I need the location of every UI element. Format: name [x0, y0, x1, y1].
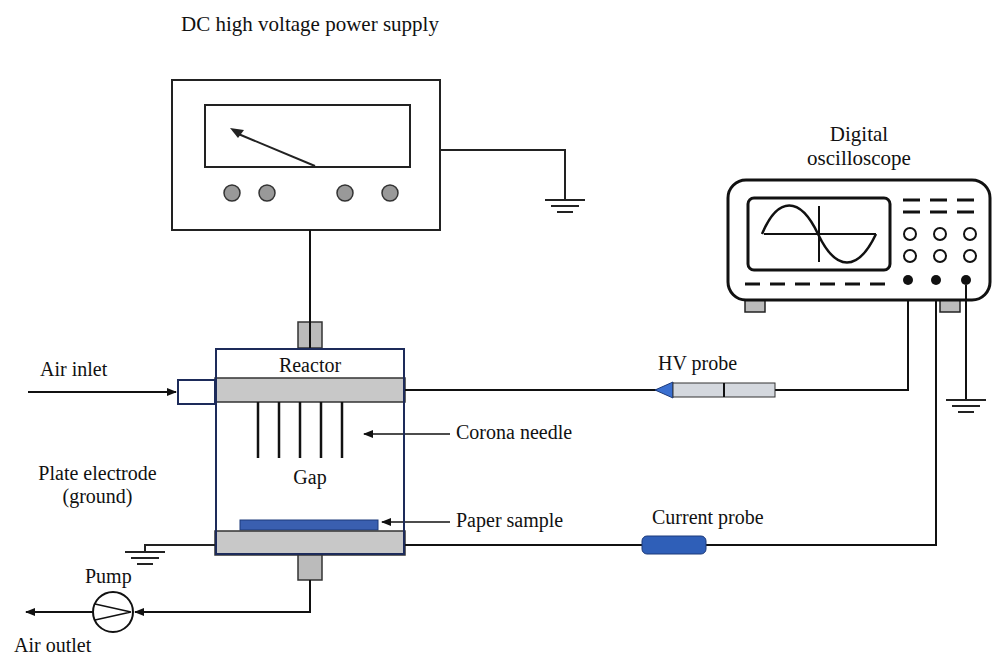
current-probe: [642, 536, 706, 554]
bottom-insulator: [298, 555, 322, 580]
node-box: Digital oscilloscope: [728, 118, 990, 300]
scope-screen: [748, 198, 890, 270]
wire-connector: [309, 230, 311, 348]
node-box: DC high voltage power supply: [120, 8, 500, 230]
node-title: DC high voltage power supply: [126, 12, 494, 36]
part-label: Air outlet: [14, 634, 91, 657]
air-inlet-arrow: [28, 391, 176, 393]
wire-connector: [405, 300, 936, 545]
ground-wire: [145, 545, 215, 552]
corona-needles: [258, 402, 342, 458]
waveform: [762, 206, 876, 263]
paper-sample: [240, 520, 378, 530]
part-label: Gap: [293, 466, 326, 489]
ground-symbol: [545, 200, 585, 212]
pump-symbol: [95, 604, 131, 620]
part-label: Corona needle: [456, 421, 572, 444]
air-outlet-arrow: [26, 611, 93, 613]
pump-symbol: [93, 592, 133, 632]
probe-label: Current probe: [652, 506, 764, 529]
node-title: Reactor: [223, 354, 397, 377]
wire-connector: [405, 300, 908, 390]
ground-wire: [965, 285, 967, 400]
part-label: Plate electrode (ground): [10, 462, 185, 508]
ground-wire: [440, 150, 565, 200]
part-label: Pump: [85, 565, 132, 588]
power-supply-body: [172, 80, 440, 230]
meter-needle-head: [230, 128, 244, 138]
node-title: Digital oscilloscope: [784, 122, 934, 170]
hv-probe-body: [673, 383, 775, 397]
ground-symbol: [125, 552, 165, 564]
outlet-pipe: [135, 580, 310, 612]
top-insulator: [298, 322, 322, 348]
oscilloscope-body: [728, 180, 990, 300]
scope-buttons: [904, 228, 976, 262]
scope-jack: [961, 275, 971, 285]
part-label: Paper sample: [456, 509, 563, 532]
leader-line: [382, 521, 450, 523]
leader-line: [364, 433, 450, 435]
scope-jack: [931, 275, 941, 285]
scope-jack: [903, 275, 913, 285]
knobs: [224, 185, 398, 201]
part-label: Air inlet: [40, 358, 107, 381]
scope-dashes: [745, 200, 974, 284]
probe-label: HV probe: [658, 352, 737, 375]
ground-symbol: [946, 400, 986, 412]
air-inlet-port: [178, 380, 215, 404]
hv-probe-joint: [723, 383, 725, 397]
node-box: Reactor: [215, 348, 405, 555]
top-plate: [215, 378, 405, 402]
scope-axis: [764, 233, 876, 235]
plate-electrode: [215, 531, 405, 555]
hv-probe-tip: [655, 382, 673, 398]
